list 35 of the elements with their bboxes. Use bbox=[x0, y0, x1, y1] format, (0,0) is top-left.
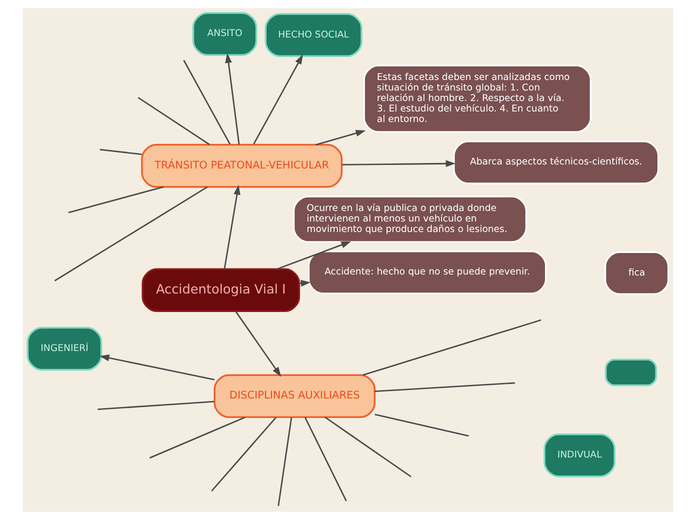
connector bbox=[304, 417, 347, 502]
arrow bbox=[235, 311, 282, 377]
connector bbox=[324, 416, 412, 478]
node-box: TRÁNSITO PEATONAL-VEHICULAR bbox=[141, 144, 343, 188]
arrow bbox=[225, 53, 240, 145]
connector bbox=[374, 414, 469, 437]
connector bbox=[362, 319, 542, 376]
node-box: HECHO SOCIAL bbox=[264, 13, 362, 57]
connector bbox=[100, 148, 142, 156]
node-box: Accidentologia Vial I bbox=[142, 268, 300, 312]
connector bbox=[149, 416, 246, 459]
node-box: Estas facetas deben ser analizadas como situación de tránsito global: 1. Con relación al hombre. 2. Respecto a la vía. 3. El estudio del vehículo. 4. En cuanto al entorno. bbox=[363, 64, 592, 133]
connector bbox=[54, 186, 208, 282]
connector bbox=[138, 96, 210, 146]
arrow bbox=[253, 54, 303, 145]
connector bbox=[374, 382, 516, 392]
arrow bbox=[224, 184, 240, 270]
node-box: INGENIERÍ bbox=[26, 326, 102, 371]
node-box: ANSITO bbox=[192, 12, 258, 56]
connector bbox=[183, 60, 231, 145]
arrow bbox=[99, 354, 215, 380]
connector bbox=[211, 416, 277, 492]
node-box: Ocurre en la vía publica o privada donde intervienen al menos un vehículo en movimiento que produce daños o lesiones. bbox=[292, 196, 528, 243]
connector bbox=[98, 400, 214, 410]
arrow bbox=[342, 160, 456, 168]
node-box: fica bbox=[604, 251, 670, 296]
connector bbox=[278, 417, 292, 506]
arrow bbox=[316, 130, 366, 146]
arrow bbox=[276, 241, 352, 270]
connector bbox=[68, 186, 164, 214]
node-box: DISCIPLINAS AUXILIARES bbox=[214, 374, 376, 418]
node-box bbox=[604, 358, 657, 386]
node-box: Abarca aspectos técnicos-científicos. bbox=[453, 140, 660, 184]
node-box: Accidente: hecho que no se puede prevenir. bbox=[308, 250, 547, 294]
node-box: INDIVUAL bbox=[544, 434, 616, 478]
